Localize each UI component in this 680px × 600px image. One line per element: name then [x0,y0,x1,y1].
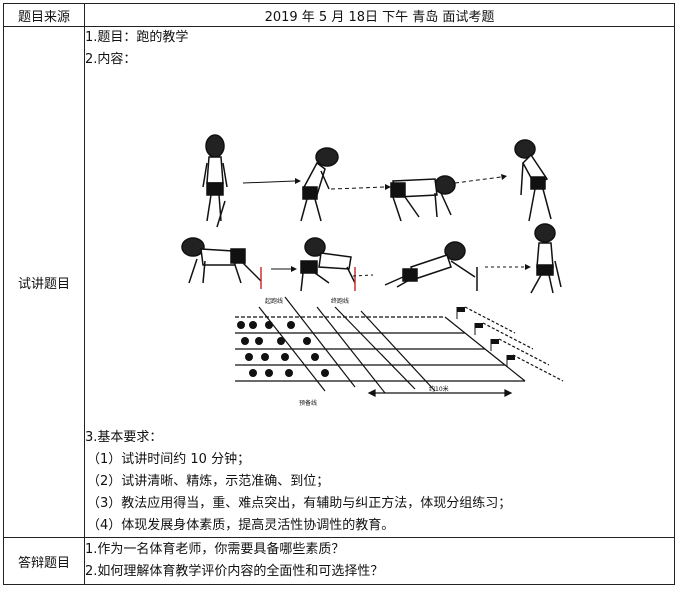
running-illustration: 起跑线 终跑线 预备线 约10米 [85,71,674,427]
runner-figure-set [300,237,356,292]
requirements-label: 3.基本要求： [85,430,163,445]
source-label: 题目来源 [3,3,85,27]
requirement-item: （1）试讲时间约 10 分钟； [87,452,251,467]
arrow-6-head [525,264,531,270]
requirement-item: （2）试讲清晰、精炼，示范准确、到位； [87,474,330,489]
defense-content: 1.作为一名体育老师，你需要具备哪些素质？ 2.如何理解体育教学评价内容的全面性… [84,537,675,585]
start-line-label: 起跑线 [265,297,283,305]
arrow-5 [352,274,374,277]
lecture-row: 试讲题目 1.题目：跑的教学 2.内容： [3,26,675,538]
arrow-1-head [295,178,301,184]
illustration-svg: 起跑线 终跑线 预备线 约10米 [181,134,564,407]
header-row: 题目来源 2019 年 5 月 18日 下午 青岛 面试考题 [3,3,675,27]
runner-figure-lean [300,147,339,222]
runner-figure-kneel [181,237,262,289]
arrow-2-head [385,184,391,190]
runner-figure-standing [202,134,228,228]
lecture-label: 试讲题目 [3,26,85,538]
requirement-item: （4）体现发展身体素质，提高灵活性协调性的教育。 [87,518,395,533]
runner-figure-crouch [390,175,456,222]
runner-figure-drive [384,241,478,291]
track-runners [237,321,329,377]
lecture-content: 1.题目：跑的教学 2.内容： [84,26,675,538]
runner-figure-bent [514,139,552,222]
defense-label: 答辩题目 [3,537,85,585]
runner-figure-rise [530,223,562,294]
exam-sheet: 题目来源 2019 年 5 月 18日 下午 青岛 面试考题 试讲题目 1.题目… [3,3,675,585]
prep-line-label: 预备线 [299,399,317,407]
requirement-item: （3）教法应用得当，重、难点突出，有辅助与纠正方法，体现分组练习； [87,496,512,511]
defense-row: 答辩题目 1.作为一名体育老师，你需要具备哪些素质？ 2.如何理解体育教学评价内… [3,537,675,585]
content-label: 2.内容： [85,52,137,67]
track-flags [456,307,515,367]
arrow-3 [454,176,502,184]
arrow-1 [242,180,296,184]
defense-question: 1.作为一名体育老师，你需要具备哪些素质？ [85,542,345,557]
source-value: 2019 年 5 月 18日 下午 青岛 面试考题 [84,3,675,27]
track-diagram [235,296,564,397]
arrow-4-head [291,266,297,272]
arrow-2 [330,186,386,190]
finish-line-label: 终跑线 [331,297,349,305]
defense-question: 2.如何理解体育教学评价内容的全面性和可选择性？ [85,564,384,579]
distance-label: 约10米 [429,385,449,393]
lecture-topic: 1.题目：跑的教学 [85,30,189,45]
arrow-3-head [501,174,507,180]
